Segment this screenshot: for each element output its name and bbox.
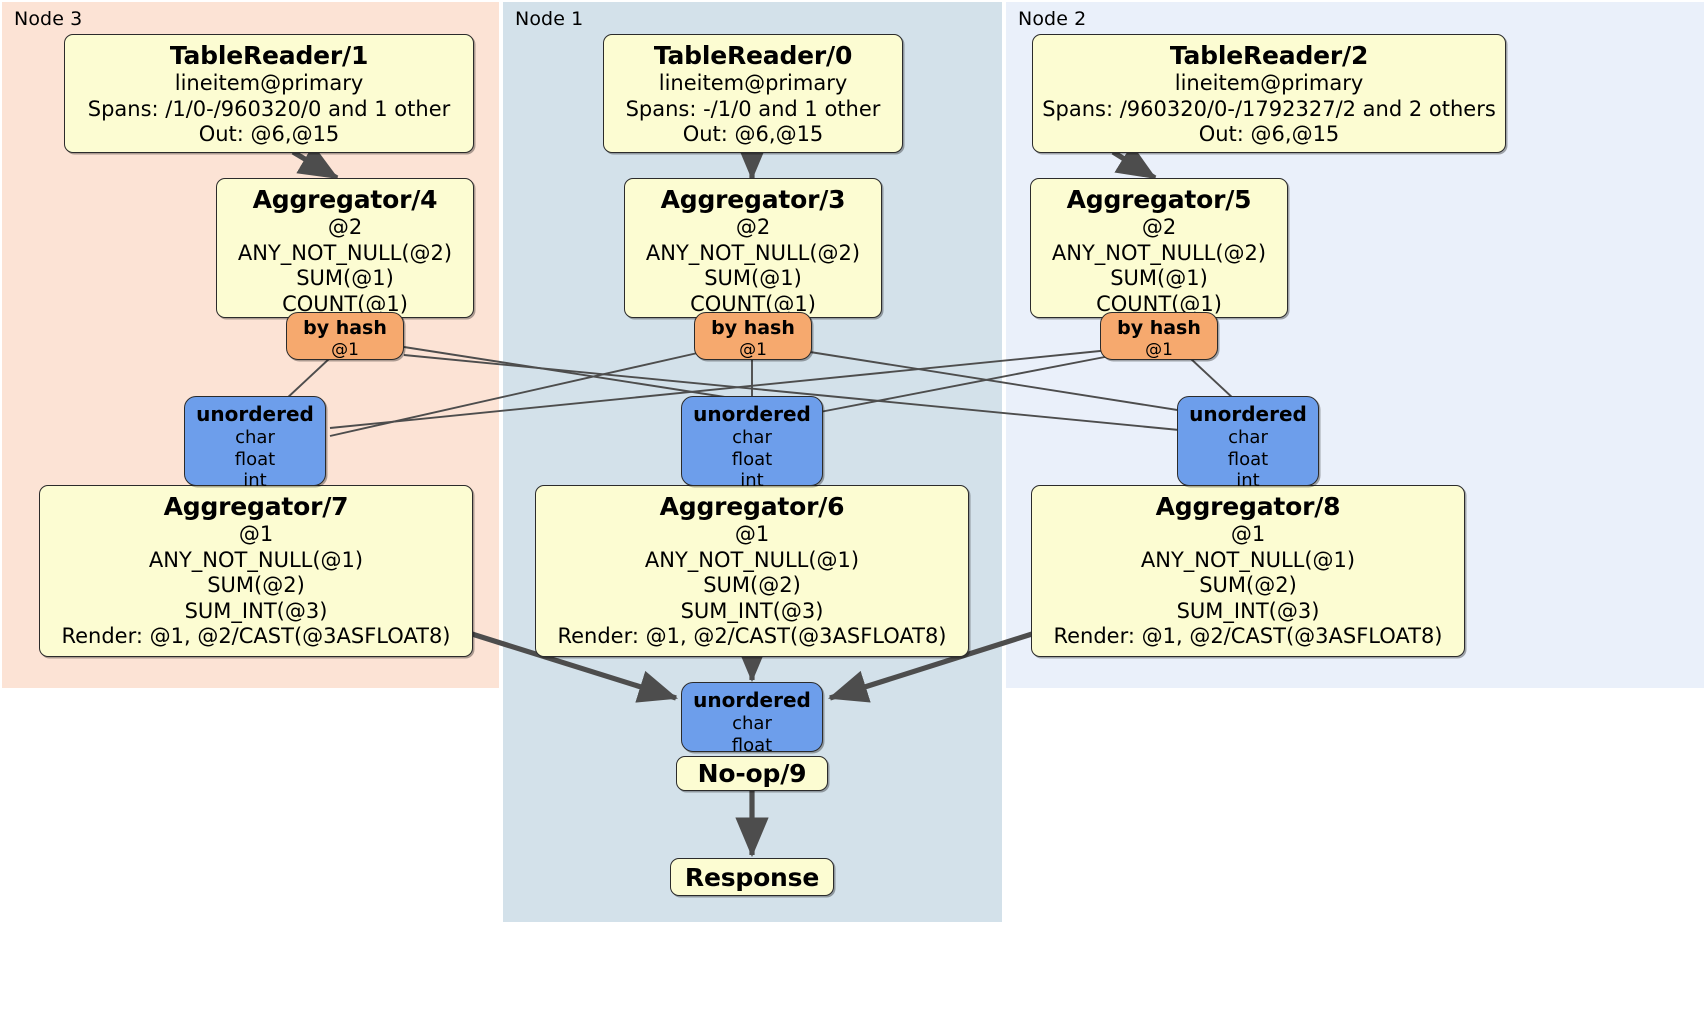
processor-spans: Spans: -/1/0 and 1 other — [625, 96, 881, 121]
router-column: @1 — [1145, 340, 1173, 360]
processor-title: Aggregator/4 — [252, 185, 438, 214]
router-title: by hash — [1117, 317, 1201, 339]
processor-aggfn-3: COUNT(@1) — [282, 291, 408, 316]
router-by-hash-3[interactable]: by hash @1 — [694, 312, 812, 360]
router-by-hash-5[interactable]: by hash @1 — [1100, 312, 1218, 360]
processor-table-reader-1[interactable]: TableReader/1 lineitem@primary Spans: /1… — [64, 34, 474, 153]
processor-source: lineitem@primary — [174, 71, 364, 95]
processor-aggfn-2: SUM(@2) — [207, 573, 305, 597]
processor-aggfn-2: SUM(@1) — [296, 266, 394, 290]
processor-render: Render: @1, @2/CAST(@3ASFLOAT8) — [61, 624, 451, 648]
processor-aggregator-6[interactable]: Aggregator/6 @1 ANY_NOT_NULL(@1) SUM(@2)… — [535, 485, 969, 657]
synchronizer-type-2: float — [731, 448, 773, 470]
router-by-hash-4[interactable]: by hash @1 — [286, 312, 404, 360]
processor-group-col: @1 — [734, 522, 770, 546]
processor-group-col: @2 — [735, 215, 771, 239]
processor-group-col: @2 — [327, 215, 363, 239]
processor-table-reader-2[interactable]: TableReader/2 lineitem@primary Spans: /9… — [1032, 34, 1506, 153]
processor-noop-label: No-op/9 — [697, 759, 807, 788]
processor-source: lineitem@primary — [1174, 71, 1364, 95]
processor-title: TableReader/1 — [169, 41, 369, 70]
synchronizer-type-2: float — [731, 734, 773, 756]
synchronizer-title: unordered — [693, 402, 811, 426]
processor-title: Aggregator/7 — [163, 492, 349, 521]
processor-title: Aggregator/6 — [659, 492, 845, 521]
processor-table-reader-0[interactable]: TableReader/0 lineitem@primary Spans: -/… — [603, 34, 903, 153]
router-title: by hash — [303, 317, 387, 339]
processor-aggfn-2: SUM(@2) — [1199, 573, 1297, 597]
processor-spans: Spans: /960320/0-/1792327/2 and 2 others — [1042, 96, 1496, 121]
processor-group-col: @1 — [1230, 522, 1266, 546]
synchronizer-type-3: int — [740, 470, 764, 491]
processor-out: Out: @6,@15 — [198, 122, 340, 146]
synchronizer-title: unordered — [693, 688, 811, 712]
processor-aggregator-3[interactable]: Aggregator/3 @2 ANY_NOT_NULL(@2) SUM(@1)… — [624, 178, 882, 318]
processor-aggfn-1: ANY_NOT_NULL(@1) — [1140, 547, 1356, 572]
processor-aggregator-7[interactable]: Aggregator/7 @1 ANY_NOT_NULL(@1) SUM(@2)… — [39, 485, 473, 657]
router-column: @1 — [331, 340, 359, 360]
processor-title: Aggregator/8 — [1155, 492, 1341, 521]
processor-aggregator-8[interactable]: Aggregator/8 @1 ANY_NOT_NULL(@1) SUM(@2)… — [1031, 485, 1465, 657]
processor-render: Render: @1, @2/CAST(@3ASFLOAT8) — [1053, 624, 1443, 648]
processor-out: Out: @6,@15 — [682, 122, 824, 146]
synchronizer-type-3: int — [243, 470, 267, 491]
synchronizer-type-1: char — [1228, 427, 1268, 448]
cluster-node3-label: Node 3 — [14, 8, 83, 30]
processor-aggfn-3: SUM_INT(@3) — [680, 598, 824, 623]
processor-title: Aggregator/3 — [660, 185, 846, 214]
processor-aggfn-1: ANY_NOT_NULL(@1) — [644, 547, 860, 572]
processor-aggfn-3: COUNT(@1) — [690, 291, 816, 316]
cluster-node2-label: Node 2 — [1018, 8, 1087, 30]
router-title: by hash — [711, 317, 795, 339]
processor-aggfn-3: SUM_INT(@3) — [1176, 598, 1320, 623]
processor-spans: Spans: /1/0-/960320/0 and 1 other — [87, 96, 451, 121]
processor-aggfn-3: SUM_INT(@3) — [184, 598, 328, 623]
processor-aggfn-1: ANY_NOT_NULL(@1) — [148, 547, 364, 572]
synchronizer-type-1: char — [732, 427, 772, 448]
synchronizer-unordered-6[interactable]: unordered char float int — [681, 396, 823, 491]
synchronizer-type-2: float — [1227, 448, 1269, 470]
synchronizer-unordered-7[interactable]: unordered char float int — [184, 396, 326, 491]
processor-noop-9[interactable]: No-op/9 — [676, 756, 828, 791]
processor-aggfn-3: COUNT(@1) — [1096, 291, 1222, 316]
synchronizer-type-1: char — [732, 713, 772, 734]
synchronizer-title: unordered — [1189, 402, 1307, 426]
synchronizer-type-2: float — [234, 448, 276, 470]
processor-aggfn-1: ANY_NOT_NULL(@2) — [237, 240, 453, 265]
synchronizer-type-1: char — [235, 427, 275, 448]
processor-aggregator-5[interactable]: Aggregator/5 @2 ANY_NOT_NULL(@2) SUM(@1)… — [1030, 178, 1288, 318]
processor-title: TableReader/2 — [1169, 41, 1369, 70]
response-label: Response — [684, 862, 820, 892]
processor-aggfn-2: SUM(@1) — [704, 266, 802, 290]
cluster-node1-label: Node 1 — [515, 8, 584, 30]
processor-aggregator-4[interactable]: Aggregator/4 @2 ANY_NOT_NULL(@2) SUM(@1)… — [216, 178, 474, 318]
processor-aggfn-2: SUM(@1) — [1110, 266, 1208, 290]
processor-aggfn-1: ANY_NOT_NULL(@2) — [645, 240, 861, 265]
processor-group-col: @2 — [1141, 215, 1177, 239]
processor-out: Out: @6,@15 — [1198, 122, 1340, 146]
processor-render: Render: @1, @2/CAST(@3ASFLOAT8) — [557, 624, 947, 648]
processor-title: TableReader/0 — [653, 41, 853, 70]
processor-aggfn-1: ANY_NOT_NULL(@2) — [1051, 240, 1267, 265]
synchronizer-unordered-final[interactable]: unordered char float — [681, 682, 823, 756]
processor-source: lineitem@primary — [658, 71, 848, 95]
synchronizer-title: unordered — [196, 402, 314, 426]
synchronizer-unordered-8[interactable]: unordered char float int — [1177, 396, 1319, 491]
processor-group-col: @1 — [238, 522, 274, 546]
synchronizer-type-3: int — [1236, 470, 1260, 491]
processor-title: Aggregator/5 — [1066, 185, 1252, 214]
router-column: @1 — [739, 340, 767, 360]
processor-aggfn-2: SUM(@2) — [703, 573, 801, 597]
response-node[interactable]: Response — [670, 858, 834, 896]
